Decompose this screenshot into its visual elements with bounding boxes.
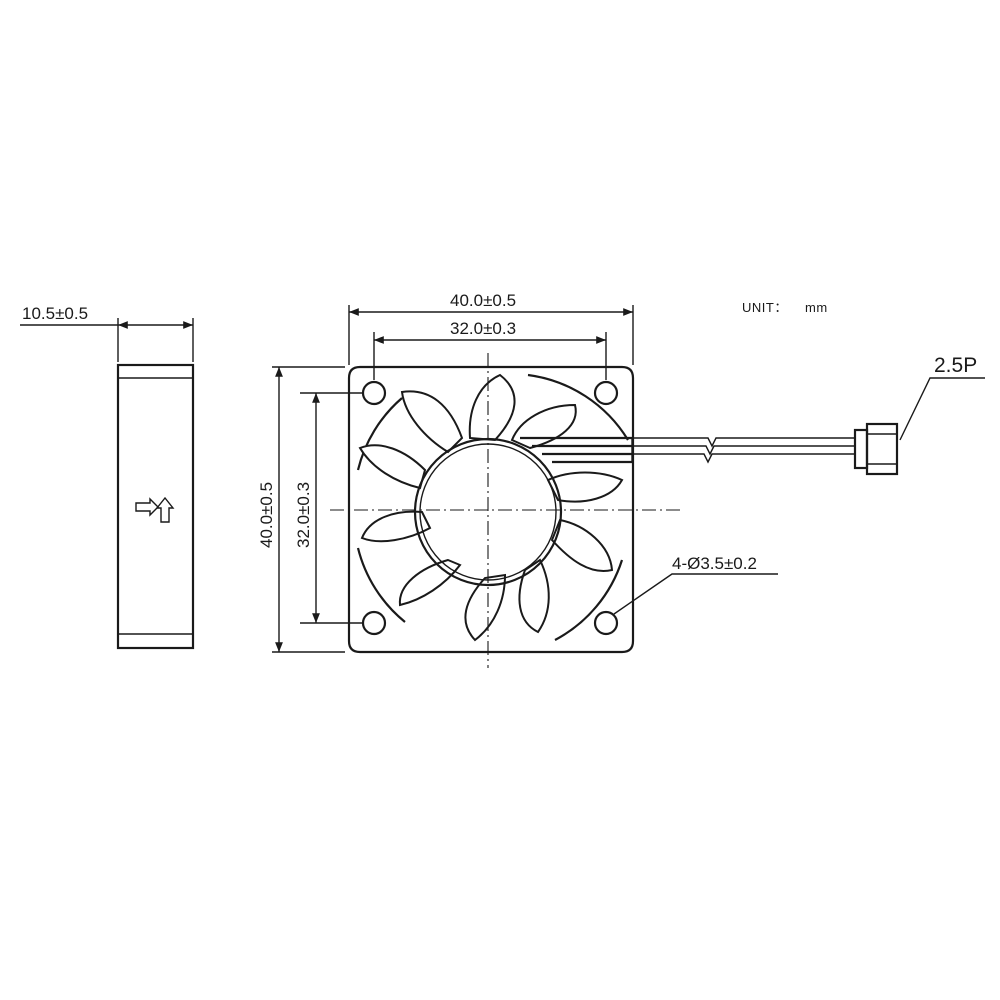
- width-label: 40.0±0.5: [450, 291, 516, 310]
- side-view-body: [116, 363, 195, 650]
- fan-housing-ring: [527, 373, 629, 441]
- unit-value: mm: [805, 300, 828, 315]
- connector-label: 2.5P: [934, 354, 977, 377]
- airflow-rotation-arrows-icon: [135, 496, 175, 523]
- mounting-hole-bottom-right: [593, 610, 619, 636]
- mounting-hole-top-right: [593, 380, 619, 406]
- wire-harness: [520, 436, 855, 464]
- height-label: 40.0±0.5: [257, 482, 276, 548]
- hole-callout-leader: [613, 573, 778, 615]
- fan-blades: [358, 373, 624, 642]
- thickness-label: 10.5±0.5: [22, 304, 88, 323]
- mounting-hole-bottom-left: [361, 610, 387, 636]
- hole-callout-label: 4-Ø3.5±0.2: [672, 554, 757, 573]
- unit-label: UNIT：: [742, 300, 788, 315]
- front-view: 2.5P 40.0±0.5 32.0±0.3 40.0±0.5 32.0±0.3…: [257, 291, 985, 668]
- hole-pitch-v-label: 32.0±0.3: [294, 482, 313, 548]
- connector-plug: [853, 422, 899, 476]
- connector-leader: [899, 377, 985, 441]
- unit-note: UNIT： mm: [742, 300, 828, 315]
- fan-frame-outline: [347, 365, 635, 654]
- side-view: 10.5±0.5: [20, 304, 195, 650]
- hole-pitch-h-label: 32.0±0.3: [450, 319, 516, 338]
- mounting-hole-top-left: [361, 380, 387, 406]
